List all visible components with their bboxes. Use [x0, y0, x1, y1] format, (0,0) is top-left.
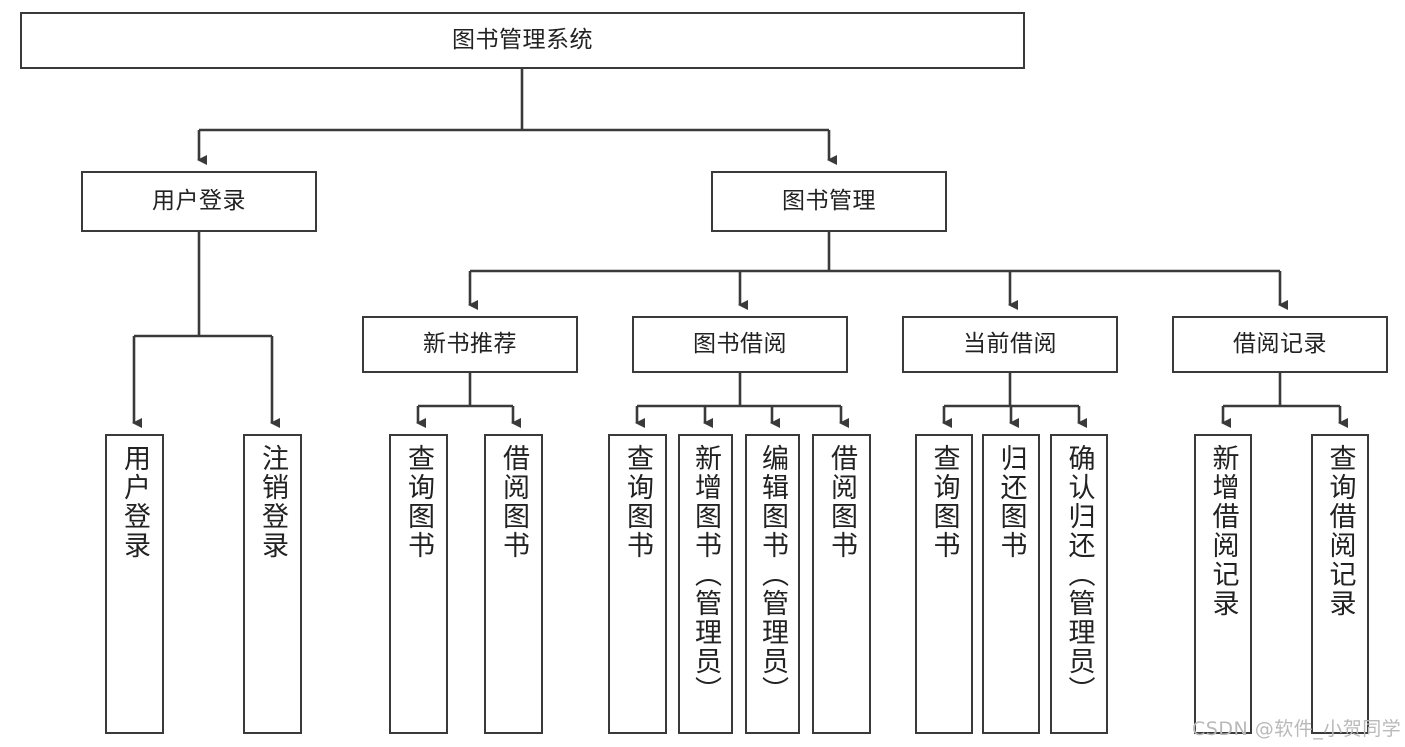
node-borrow-record[interactable]: 借阅记录 — [1172, 316, 1388, 373]
node-book-borrow-label: 图书借阅 — [693, 330, 787, 357]
node-user-login-label: 用户登录 — [152, 187, 246, 214]
node-leaf-query-book-2-label: 查询图书 — [622, 444, 653, 560]
node-new-book-recommend[interactable]: 新书推荐 — [362, 316, 578, 373]
node-leaf-return-book-label: 归还图书 — [995, 444, 1027, 560]
node-leaf-borrow-book-2-label: 借阅图书 — [826, 444, 857, 560]
node-current-borrow[interactable]: 当前借阅 — [902, 316, 1118, 373]
node-root[interactable]: 图书管理系统 — [20, 12, 1025, 69]
node-leaf-query-book-3-label: 查询图书 — [928, 444, 960, 560]
node-leaf-borrow-book-1-label: 借阅图书 — [498, 444, 529, 560]
node-leaf-borrow-book-2[interactable]: 借阅图书 — [812, 434, 871, 734]
node-leaf-query-borrow-record[interactable]: 查询借阅记录 — [1311, 434, 1369, 734]
node-leaf-user-login-label: 用户登录 — [119, 444, 150, 560]
node-leaf-add-book[interactable]: 新增图书（管理员） — [678, 434, 733, 734]
node-current-borrow-label: 当前借阅 — [963, 330, 1057, 357]
node-leaf-user-login[interactable]: 用户登录 — [105, 434, 164, 734]
node-leaf-logout[interactable]: 注销登录 — [243, 434, 302, 734]
node-leaf-query-borrow-record-label: 查询借阅记录 — [1324, 444, 1356, 618]
node-leaf-confirm-return-label: 确认归还（管理员） — [1063, 444, 1095, 705]
node-root-label: 图书管理系统 — [452, 26, 593, 53]
node-leaf-add-borrow-record[interactable]: 新增借阅记录 — [1194, 434, 1252, 734]
node-book-borrow[interactable]: 图书借阅 — [632, 316, 848, 373]
node-leaf-add-book-label: 新增图书（管理员） — [690, 444, 721, 705]
node-leaf-edit-book[interactable]: 编辑图书（管理员） — [745, 434, 800, 734]
node-leaf-return-book[interactable]: 归还图书 — [982, 434, 1040, 734]
node-leaf-query-book-2[interactable]: 查询图书 — [608, 434, 667, 734]
node-leaf-logout-label: 注销登录 — [257, 444, 288, 560]
node-book-management-label: 图书管理 — [782, 187, 876, 214]
node-borrow-record-label: 借阅记录 — [1233, 330, 1327, 357]
node-leaf-edit-book-label: 编辑图书（管理员） — [757, 444, 788, 705]
node-leaf-confirm-return[interactable]: 确认归还（管理员） — [1050, 434, 1108, 734]
node-user-login[interactable]: 用户登录 — [81, 171, 317, 232]
node-book-management[interactable]: 图书管理 — [711, 171, 947, 232]
node-leaf-borrow-book-1[interactable]: 借阅图书 — [484, 434, 543, 734]
node-leaf-add-borrow-record-label: 新增借阅记录 — [1207, 444, 1239, 618]
node-leaf-query-book-3[interactable]: 查询图书 — [915, 434, 973, 734]
node-leaf-query-book-1[interactable]: 查询图书 — [389, 434, 448, 734]
csdn-watermark: CSDN @软件_小贺同学 — [1192, 718, 1402, 740]
node-new-book-recommend-label: 新书推荐 — [423, 330, 517, 357]
node-leaf-query-book-1-label: 查询图书 — [403, 444, 434, 560]
